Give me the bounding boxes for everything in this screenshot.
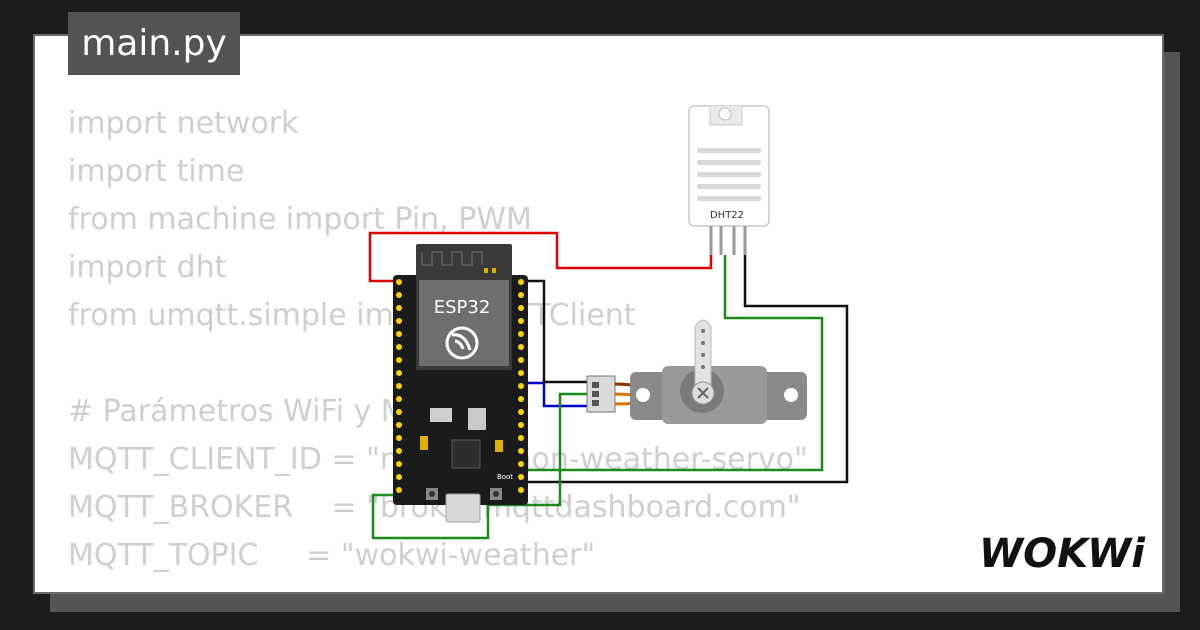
code-line: MQTT_TOPIC = "wokwi-weather" [68, 538, 596, 573]
boot-label: Boot [497, 473, 513, 481]
servo-motor[interactable] [586, 319, 807, 424]
servo-ground-wire [515, 279, 588, 384]
dht22-pins [709, 226, 747, 255]
data-wire-dht [515, 255, 824, 472]
code-line: import network [68, 106, 299, 141]
usb-port [445, 493, 481, 523]
code-line: import dht [68, 250, 227, 285]
dht22-label: DHT22 [710, 210, 744, 221]
preview-card [33, 34, 1164, 594]
servo-connector [586, 375, 616, 413]
esp32-right-pin-header [518, 279, 524, 493]
power-wire [368, 231, 713, 283]
esp32-board[interactable]: ESP32 [393, 244, 528, 523]
code-line: from machine import Pin, PWM [68, 202, 532, 237]
servo-power-wire [371, 392, 588, 540]
wokwi-logo: WOKWi [979, 531, 1146, 577]
file-tab: main.py [68, 12, 240, 75]
espressif-icon [445, 326, 479, 360]
dht22-sensor[interactable]: DHT22 [688, 105, 770, 255]
dht22-vent-grille [697, 148, 761, 201]
ground-wire-dht [515, 255, 849, 484]
esp32-label: ESP32 [434, 297, 491, 318]
esp32-components [420, 408, 503, 500]
wokwi-logo-text: WOKWi [979, 531, 1146, 577]
esp32-left-pin-header [396, 279, 402, 493]
pwm-wire-servo [515, 381, 588, 408]
code-line: import time [68, 154, 245, 189]
code-preview: import network import time from machine im… [68, 100, 808, 580]
